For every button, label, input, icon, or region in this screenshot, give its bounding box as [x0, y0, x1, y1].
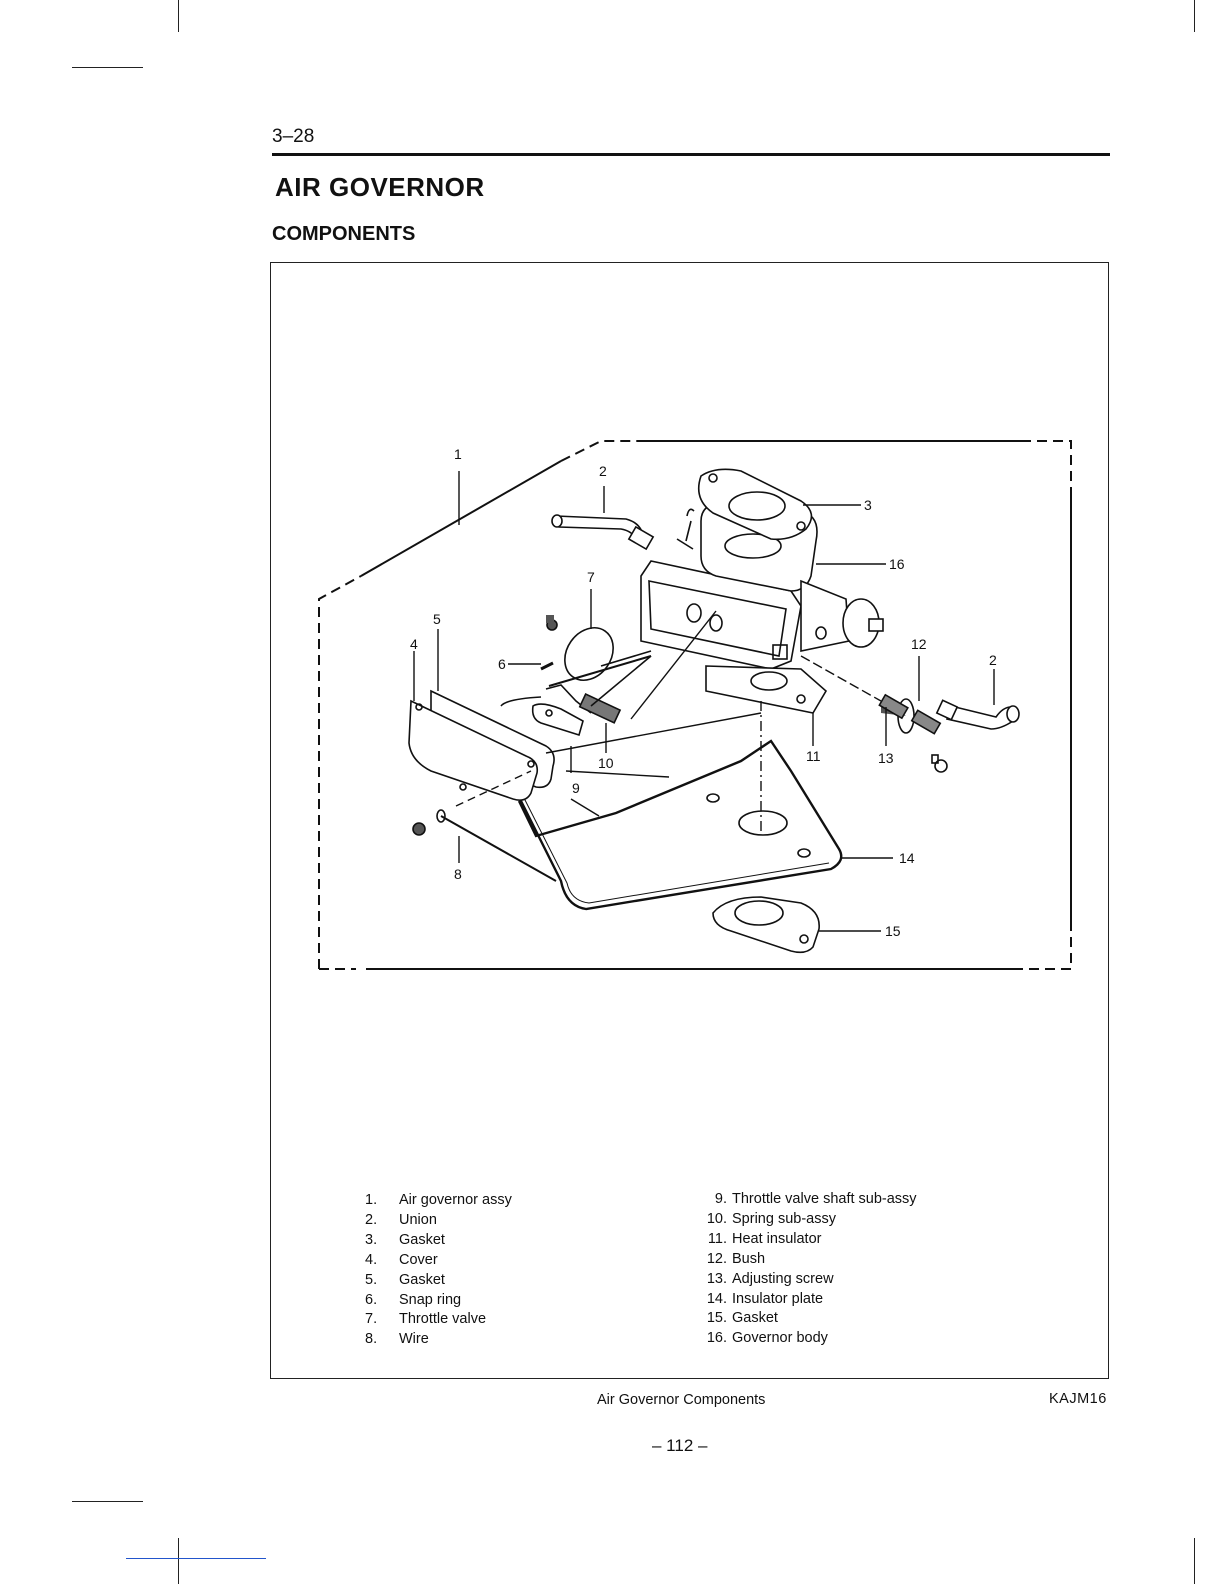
legend-text: Union: [399, 1211, 437, 1228]
legend-text: Governor body: [732, 1330, 828, 1347]
legend-item: 3. Gasket: [365, 1231, 512, 1251]
heat-insulator: [705, 665, 828, 714]
callout-14: 14: [899, 850, 915, 866]
legend-item: 5. Gasket: [365, 1271, 512, 1291]
legend-item: 15. Gasket: [691, 1309, 917, 1329]
crop-mark-top-left-vertical: [178, 0, 179, 32]
legend-item: 7. Throttle valve: [365, 1310, 512, 1330]
section-number: 3–28: [272, 126, 315, 147]
legend-text: Cover: [399, 1251, 438, 1268]
legend-text: Heat insulator: [732, 1230, 822, 1247]
legend-text: Insulator plate: [732, 1290, 824, 1307]
legend-text: Bush: [732, 1250, 766, 1267]
legend-text: Gasket: [732, 1310, 778, 1327]
legend-item: 1. Air governor assy: [365, 1191, 512, 1211]
callout-15: 15: [885, 923, 901, 939]
legend-number: 1.: [365, 1192, 378, 1208]
throttle-valve-and-snap-ring: [540, 615, 614, 681]
governor-body: [640, 500, 884, 670]
callout-2-upper: 2: [599, 463, 607, 479]
legend-item: 13. Adjusting screw: [691, 1270, 917, 1290]
legend-item: 11. Heat insulator: [691, 1230, 917, 1250]
legend-right: 9. Throttle valve shaft sub-assy 10. Sprin…: [691, 1190, 917, 1349]
figure-caption: Air Governor Components: [597, 1392, 766, 1408]
legend-item: 8. Wire: [365, 1330, 512, 1350]
page-title: AIR GOVERNOR: [275, 172, 485, 202]
exploded-diagram: 1 2 3 16 7 5 4 6 12 2 11 13 10 9 8 14 15: [318, 440, 1072, 970]
figure-box: 1 2 3 16 7 5 4 6 12 2 11 13 10 9 8 14 15…: [270, 262, 1109, 1379]
header-rule: [272, 153, 1110, 156]
callout-12: 12: [911, 636, 927, 652]
callout-11: 11: [806, 748, 821, 764]
figure-code: KAJM16: [1049, 1391, 1107, 1407]
assembly-boundary: [318, 440, 1072, 970]
legend-item: 12. Bush: [691, 1250, 917, 1270]
callout-5: 5: [433, 611, 441, 627]
crop-mark-top-right-vertical: [1194, 0, 1195, 32]
union-upper: [551, 514, 655, 551]
legend-number: 4.: [365, 1251, 378, 1268]
legend-number: 16.: [706, 1330, 727, 1347]
legend-number: 6.: [365, 1291, 378, 1308]
callout-7: 7: [587, 569, 595, 585]
legend-text: Air governor assy: [399, 1192, 512, 1208]
page-number: – 112 –: [652, 1436, 708, 1455]
legend-item: 9. Throttle valve shaft sub-assy: [691, 1190, 917, 1210]
legend-number: 3.: [365, 1231, 378, 1248]
cover-and-gasket: [408, 689, 555, 801]
bush-and-screw: [878, 693, 948, 773]
legend-number: 5.: [365, 1271, 378, 1288]
wire: [412, 809, 557, 882]
callout-10: 10: [598, 755, 614, 771]
insulator-plate: [514, 739, 843, 911]
crop-mark-top-left-horizontal: [72, 67, 143, 68]
callout-2-right: 2: [989, 652, 997, 668]
legend-item: 4. Cover: [365, 1251, 512, 1271]
throttle-shaft-and-spring: [500, 650, 652, 737]
legend-item: 10. Spring sub-assy: [691, 1210, 917, 1230]
legend-text: Wire: [399, 1331, 429, 1348]
legend-text: Spring sub-assy: [732, 1210, 836, 1227]
legend-item: 6. Snap ring: [365, 1291, 512, 1311]
crop-mark-bottom-right-vertical: [1194, 1538, 1195, 1584]
legend-number: 10.: [706, 1210, 727, 1227]
union-right: [935, 699, 1020, 730]
callouts: 1 2 3 16 7 5 4 6 12 2 11 13 10 9 8 14 15: [410, 446, 997, 939]
crop-mark-bottom-left-vertical: [178, 1538, 179, 1584]
callout-3: 3: [864, 497, 872, 513]
gasket-top: [697, 468, 813, 541]
callout-8: 8: [454, 866, 462, 882]
callout-4: 4: [410, 636, 418, 652]
callout-1: 1: [454, 446, 462, 462]
legend-number: 13.: [706, 1270, 727, 1287]
legend-number: 14.: [706, 1290, 727, 1307]
legend-item: 2. Union: [365, 1211, 512, 1231]
page-subtitle: COMPONENTS: [272, 223, 416, 245]
callout-6: 6: [498, 656, 506, 672]
legend-left: 1. Air governor assy 2. Union 3. Gasket 4. C…: [365, 1191, 512, 1350]
callout-9: 9: [572, 780, 580, 796]
callout-16: 16: [889, 556, 905, 572]
callout-13: 13: [878, 750, 894, 766]
gasket-bottom: [712, 896, 820, 954]
legend-text: Throttle valve: [399, 1311, 487, 1328]
legend-number: 12.: [706, 1250, 727, 1267]
leader-lines: [413, 471, 995, 932]
legend-number: 15.: [706, 1310, 727, 1327]
legend-text: Throttle valve shaft sub-assy: [732, 1191, 917, 1207]
legend-number: 9.: [714, 1191, 727, 1207]
crop-mark-bottom-left-horizontal: [72, 1501, 143, 1502]
legend-number: 11.: [707, 1230, 727, 1247]
legend-text: Gasket: [399, 1231, 445, 1248]
bottom-underline: [126, 1558, 266, 1559]
legend-text: Gasket: [399, 1271, 445, 1288]
legend-number: 2.: [365, 1211, 378, 1228]
legend-text: Adjusting screw: [732, 1270, 834, 1287]
legend-number: 8.: [365, 1331, 378, 1348]
legend-text: Snap ring: [399, 1291, 462, 1308]
legend-item: 16. Governor body: [691, 1329, 917, 1349]
legend-item: 14. Insulator plate: [691, 1290, 917, 1310]
legend-number: 7.: [365, 1311, 378, 1328]
